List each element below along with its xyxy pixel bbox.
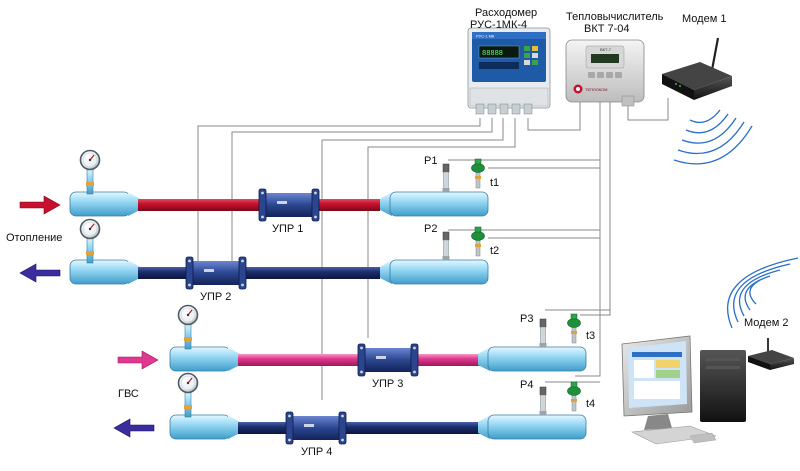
arrow-in-heating [19,195,61,215]
temperature-sensor-2-label: t2 [490,245,499,257]
flow-sensor-3-label: УПР 3 [372,378,403,390]
flowmeter-device: РУС-1 МК 88888 [467,27,551,115]
calculator-title: Тепловычислитель [566,11,664,23]
svg-text:ТЕПЛОКОМ: ТЕПЛОКОМ [585,87,607,92]
arrow-out-hot-water [113,418,155,438]
temperature-sensor-icon [471,158,485,189]
heat-calculator-device: ВКТ-7 ТЕПЛОКОМ [565,39,645,107]
temperature-sensor-1-label: t1 [490,177,499,189]
calculator-model: ВКТ 7-04 [584,23,630,35]
arrow-in-hot-water [117,350,159,370]
pressure-sensor-icon [539,386,547,416]
temperature-sensor-icon [567,381,581,412]
flowmeter-model: РУС-1МК-4 [470,19,527,31]
pressure-gauge-icon [177,372,199,418]
temperature-sensor-icon [471,226,485,257]
pressure-gauge-icon [79,149,101,195]
modem-2-label: Модем 2 [744,317,788,329]
heating-return-pipe [69,259,489,285]
pressure-sensor-icon [442,163,450,193]
flow-sensor-1-icon [258,188,320,222]
flow-sensor-1-label: УПР 1 [272,223,303,235]
pressure-gauge-icon [79,218,101,264]
temperature-sensor-4-label: t4 [586,398,595,410]
hot-water-circuit-label: ГВС [118,388,139,400]
modem-1-icon [662,37,732,100]
hot-water-return-pipe [169,414,587,440]
pressure-sensor-4-label: P4 [520,379,533,391]
wireless-signal-icon [727,257,799,329]
flowmeter-title: Расходомер [475,7,537,19]
svg-text:88888: 88888 [482,50,503,58]
wireless-signal-icon [673,109,753,165]
flow-sensor-2-label: УПР 2 [200,291,231,303]
flow-sensor-2-icon [185,256,247,290]
flow-sensor-4-icon [285,411,347,445]
flow-sensor-4-label: УПР 4 [301,446,332,458]
temperature-sensor-3-label: t3 [586,330,595,342]
pressure-gauge-icon [177,304,199,350]
pressure-sensor-icon [442,231,450,261]
flowmeter-panel-label: РУС-1 МК [476,34,495,39]
pressure-sensor-1-label: P1 [424,155,437,167]
hot-water-supply-pipe [169,346,587,372]
modem-1-label: Модем 1 [682,13,726,25]
flow-sensor-3-icon [357,343,419,377]
heating-circuit-label: Отопление [6,232,62,244]
pressure-sensor-icon [539,318,547,348]
temperature-sensor-icon [567,313,581,344]
modem-2-icon [748,338,794,370]
pressure-sensor-3-label: P3 [520,313,533,325]
calculator-panel-label: ВКТ-7 [600,47,612,52]
pressure-sensor-2-label: P2 [424,223,437,235]
arrow-out-heating [19,263,61,283]
computer-icon [621,335,746,445]
